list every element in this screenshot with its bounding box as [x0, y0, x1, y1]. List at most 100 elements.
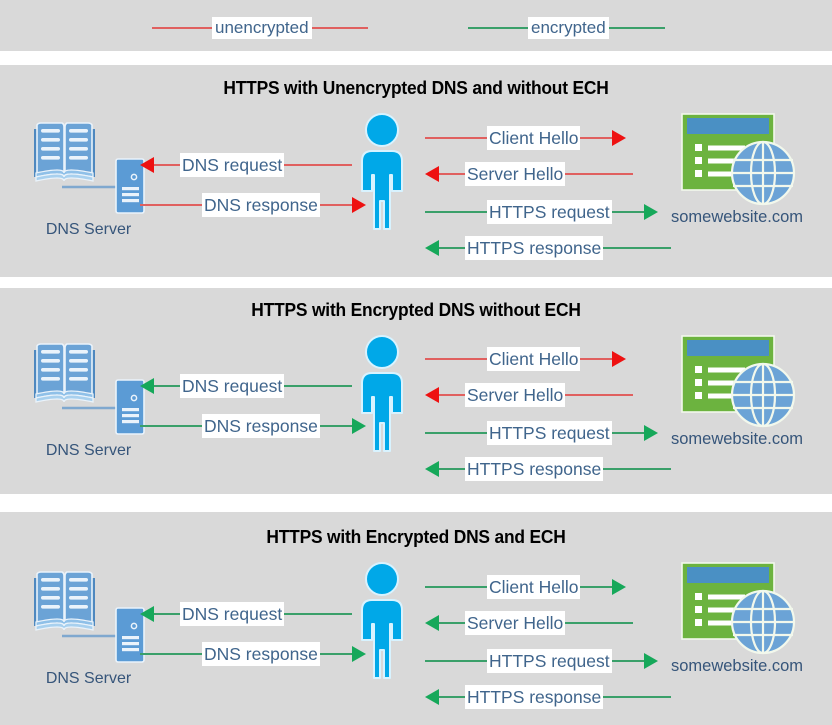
flow-https-response: HTTPS response	[425, 685, 672, 709]
scenario-panel-1: HTTPS with Unencrypted DNS and without E…	[0, 65, 832, 277]
flow-line-segment	[611, 660, 644, 662]
flow-line-segment	[154, 164, 180, 166]
flow-label: Server Hello	[465, 162, 566, 186]
client-user-node	[348, 562, 416, 685]
flow-label: HTTPS response	[465, 236, 604, 260]
flow-https-response: HTTPS response	[425, 457, 672, 481]
flow-line-segment	[284, 385, 353, 387]
flow-label: HTTPS request	[487, 649, 612, 673]
panel-title: HTTPS with Encrypted DNS and ECH	[266, 526, 566, 547]
website-globe-icon	[681, 113, 796, 206]
flow-line-segment	[439, 622, 465, 624]
user-person-icon	[361, 562, 403, 679]
legend-line-encrypted	[468, 27, 528, 29]
flow-label: Client Hello	[487, 347, 581, 371]
user-person-icon	[361, 113, 403, 230]
flow-line-segment	[425, 432, 487, 434]
dns-server-icon-wrap	[26, 115, 151, 220]
flow-line-segment	[603, 468, 672, 470]
arrowhead-left	[425, 461, 439, 477]
panel-title: HTTPS with Unencrypted DNS and without E…	[223, 77, 609, 98]
panel-title: HTTPS with Encrypted DNS without ECH	[251, 299, 581, 320]
flow-label: HTTPS request	[487, 421, 612, 445]
arrowhead-right	[612, 579, 627, 595]
arrowhead-right	[643, 653, 658, 669]
flow-https-request: HTTPS request	[425, 200, 668, 224]
flow-line-segment	[603, 696, 672, 698]
legend-item-encrypted: encrypted	[468, 17, 665, 39]
flow-line-segment	[580, 358, 613, 360]
flow-line-segment	[603, 247, 672, 249]
flow-https-request: HTTPS request	[425, 649, 668, 673]
legend-item-unencrypted: unencrypted	[152, 17, 368, 39]
flow-server-hello: Server Hello	[425, 383, 668, 407]
arrowhead-right	[612, 351, 627, 367]
flow-label: HTTPS response	[465, 685, 604, 709]
website-node: somewebsite.com	[671, 334, 803, 448]
website-icon-wrap	[672, 561, 798, 656]
flow-line-segment	[319, 653, 352, 655]
flow-label: DNS request	[180, 374, 285, 398]
flow-https-request: HTTPS request	[425, 421, 668, 445]
flow-label: DNS request	[180, 153, 285, 177]
arrowhead-right	[643, 425, 658, 441]
arrowhead-right	[351, 418, 366, 434]
dns-server-icon-wrap	[26, 336, 151, 441]
flow-server-hello: Server Hello	[425, 611, 668, 635]
dns-server-label: DNS Server	[45, 442, 132, 459]
scenario-panel-3: HTTPS with Encrypted DNS and ECH DNS Serv…	[0, 512, 832, 725]
legend-label-encrypted: encrypted	[528, 17, 609, 39]
legend-line-unencrypted-tail	[311, 27, 368, 29]
arrowhead-left	[140, 157, 154, 173]
flow-line-segment	[439, 173, 465, 175]
flow-line-segment	[580, 137, 613, 139]
flow-dns-response: DNS response	[140, 193, 366, 217]
flow-dns-request: DNS request	[140, 602, 355, 626]
dns-server-icon-wrap	[26, 564, 151, 669]
flow-label: DNS request	[180, 602, 285, 626]
user-person-icon	[361, 335, 403, 452]
arrowhead-left	[425, 689, 439, 705]
website-node: somewebsite.com	[671, 561, 803, 675]
arrowhead-left	[425, 615, 439, 631]
dns-server-node: DNS Server	[26, 564, 151, 687]
scenario-panel-2: HTTPS with Encrypted DNS without ECH DNS …	[0, 288, 832, 494]
flow-server-hello: Server Hello	[425, 162, 668, 186]
flow-line-segment	[611, 211, 644, 213]
flow-label: Server Hello	[465, 383, 566, 407]
flow-line-segment	[425, 137, 487, 139]
arrowhead-right	[351, 197, 366, 213]
legend-band: unencrypted encrypted	[0, 0, 832, 51]
flow-line-segment	[425, 358, 487, 360]
dns-server-label: DNS Server	[45, 221, 132, 238]
dns-server-node: DNS Server	[26, 336, 151, 459]
flow-line-segment	[284, 164, 353, 166]
website-label: somewebsite.com	[670, 208, 804, 226]
flow-label: DNS response	[202, 414, 320, 438]
flow-line-segment	[580, 586, 613, 588]
website-node: somewebsite.com	[671, 112, 803, 226]
arrowhead-left	[140, 378, 154, 394]
dns-server-icon	[34, 343, 145, 435]
website-globe-icon	[681, 335, 796, 428]
website-icon-wrap	[672, 334, 798, 429]
website-label: somewebsite.com	[670, 657, 804, 675]
flow-label: Server Hello	[465, 611, 566, 635]
flow-line-segment	[439, 394, 465, 396]
flow-line-segment	[439, 468, 465, 470]
flow-line-segment	[565, 173, 634, 175]
flow-line-segment	[439, 247, 465, 249]
flow-label: DNS response	[202, 193, 320, 217]
flow-client-hello: Client Hello	[425, 126, 668, 150]
arrowhead-right	[643, 204, 658, 220]
flow-label: HTTPS request	[487, 200, 612, 224]
website-globe-icon	[681, 562, 796, 655]
flow-dns-response: DNS response	[140, 414, 366, 438]
flow-line-segment	[565, 394, 634, 396]
website-label: somewebsite.com	[670, 430, 804, 448]
arrowhead-right	[351, 646, 366, 662]
flow-dns-response: DNS response	[140, 642, 366, 666]
flow-line-segment	[439, 696, 465, 698]
arrowhead-left	[425, 240, 439, 256]
